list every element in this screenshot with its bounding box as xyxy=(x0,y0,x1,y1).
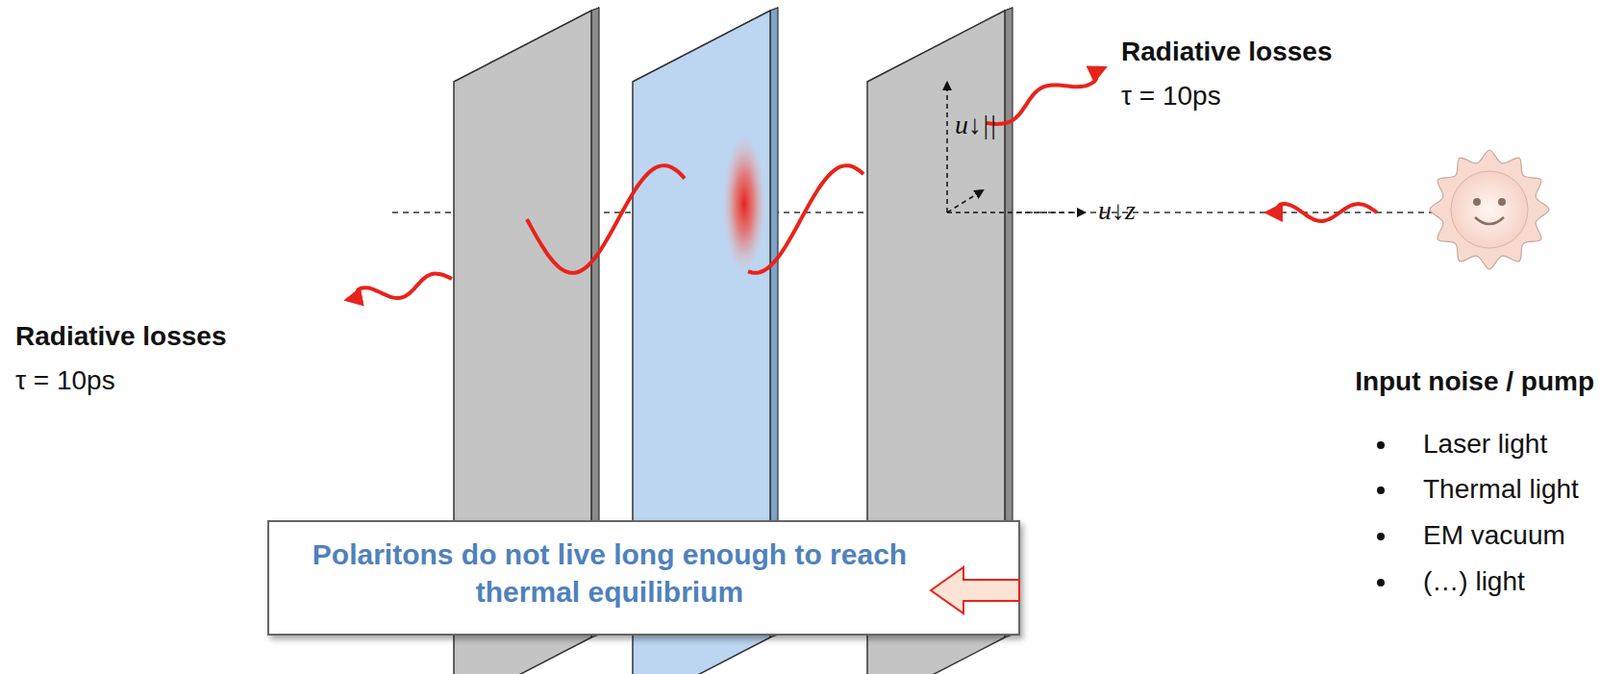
cavity-field xyxy=(526,165,685,274)
loss-label: Radiative losses xyxy=(15,321,226,352)
loss-label: Radiative losses xyxy=(1121,36,1332,68)
input-photon xyxy=(1267,203,1377,222)
input-item: Laser light xyxy=(1423,428,1548,460)
polariton-spot xyxy=(723,134,766,274)
input-item: EM vacuum xyxy=(1423,520,1566,551)
bullet-dots xyxy=(1376,441,1385,587)
unit-vectors xyxy=(947,82,1085,213)
lifetime-value: τ = 10ps xyxy=(15,365,116,397)
input-heading: Input noise / pump xyxy=(1354,366,1595,398)
z-vector-label: u↓z xyxy=(1098,195,1136,226)
input-item: Thermal light xyxy=(1423,474,1579,505)
parallel-vector-label: u↓|| xyxy=(954,109,997,141)
callout-box: Polaritons do not live long enough to re… xyxy=(267,520,1021,636)
cavity-field xyxy=(748,165,864,274)
sun-icon xyxy=(1429,150,1550,270)
callout-text: Polaritons do not live long enough to re… xyxy=(292,522,927,611)
radiative-loss-photon xyxy=(986,68,1104,125)
lifetime-value: τ = 10ps xyxy=(1121,80,1222,112)
input-item: (…) light xyxy=(1423,566,1525,598)
radiative-loss-photon xyxy=(347,274,452,300)
